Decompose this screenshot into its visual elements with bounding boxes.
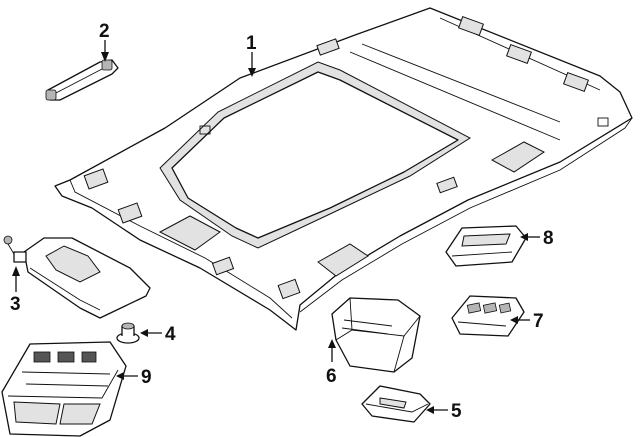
callout-8: 8 <box>543 228 554 249</box>
sun-visor-part <box>3 235 151 319</box>
callout-3: 3 <box>10 294 21 315</box>
callout-9: 9 <box>141 367 152 388</box>
map-lamp-part <box>445 225 527 267</box>
clip-part <box>116 322 140 344</box>
overhead-console-part <box>1 341 127 437</box>
sunglass-holder-part <box>331 297 421 373</box>
callout-1: 1 <box>246 33 257 54</box>
headliner-part <box>54 7 633 331</box>
switch-unit-part <box>451 295 525 337</box>
callout-2: 2 <box>99 21 110 42</box>
callout-4: 4 <box>165 324 176 345</box>
dome-lamp-part <box>361 385 431 423</box>
callout-6: 6 <box>326 366 337 387</box>
grab-handle-part <box>45 59 119 101</box>
callout-5: 5 <box>451 401 462 422</box>
callout-7: 7 <box>533 311 544 332</box>
